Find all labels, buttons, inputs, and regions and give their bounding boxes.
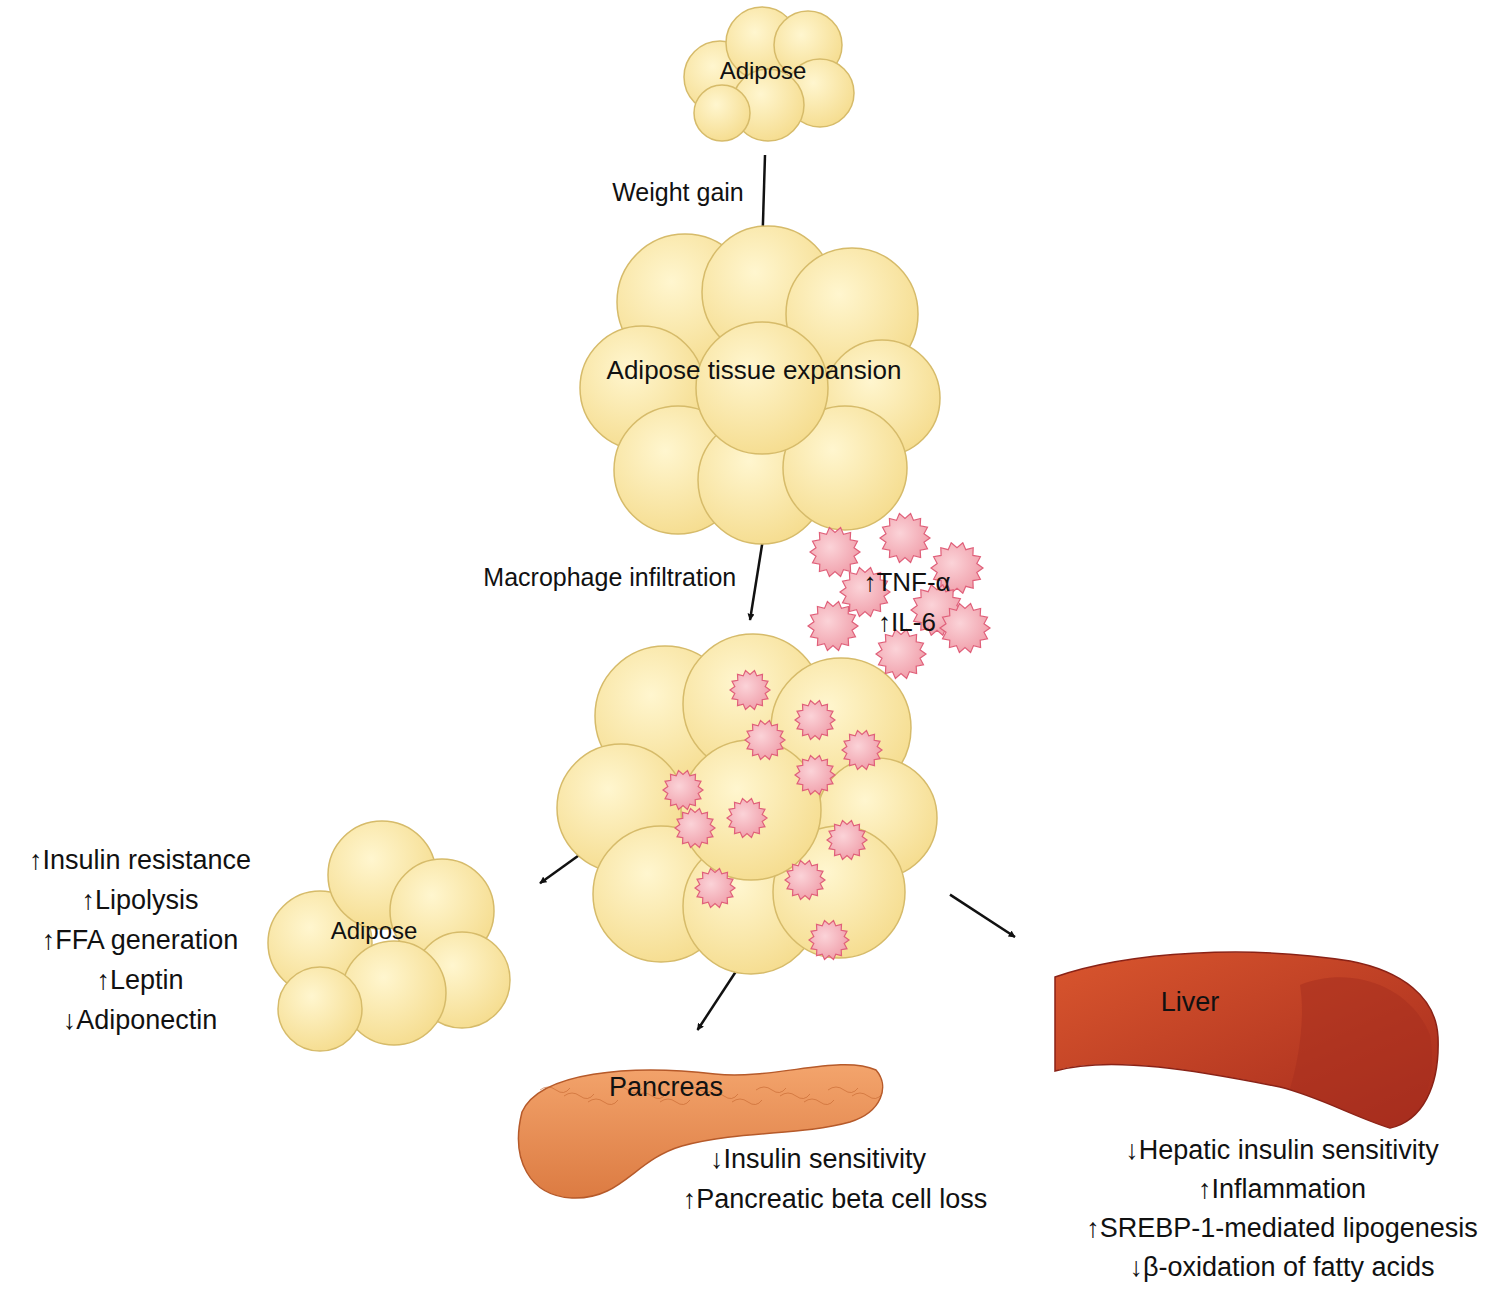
flow-arrow	[950, 895, 1015, 937]
effect-line: ↓Adiponectin	[63, 1005, 218, 1036]
adipose-cluster: Adipose tissue expansion	[590, 230, 935, 535]
flow-arrow	[750, 542, 763, 620]
edge-label: Weight gain	[610, 178, 746, 207]
liver-organ: Liver↓Hepatic insulin sensitivity↑Inflam…	[1050, 945, 1440, 1130]
node-label: ↑IL-6	[878, 608, 936, 638]
effect-line: ↑FFA generation	[42, 925, 239, 956]
effect-line: ↑Pancreatic beta cell loss	[683, 1184, 988, 1215]
adipose-cluster: Adipose↑Insulin resistance↑Lipolysis↑FFA…	[262, 815, 515, 1050]
effect-line: ↑Inflammation	[1198, 1174, 1366, 1205]
organ-name: Adipose	[331, 917, 418, 945]
pancreas-organ: Pancreas↓Insulin sensitivity↑Pancreatic …	[510, 1050, 885, 1200]
organ-illustration	[565, 640, 935, 975]
effect-line: ↑SREBP-1-mediated lipogenesis	[1086, 1213, 1478, 1244]
node-label: Adipose	[720, 57, 807, 85]
effect-line: ↓Hepatic insulin sensitivity	[1125, 1135, 1439, 1166]
organ-name: Pancreas	[609, 1072, 723, 1103]
organ-name: Liver	[1161, 987, 1220, 1018]
node-label: ↑TNF-α	[863, 568, 950, 598]
flow-arrow	[540, 854, 580, 883]
effect-line: ↓β-oxidation of fatty acids	[1129, 1252, 1434, 1283]
effect-line: ↑Leptin	[96, 965, 183, 996]
node-label: Adipose tissue expansion	[607, 356, 902, 386]
adipose-cluster: ↑TNF-α↑IL-6	[565, 640, 935, 975]
adipose-cluster: Adipose	[680, 5, 850, 135]
effect-line: ↑Insulin resistance	[29, 845, 251, 876]
effect-line: ↓Insulin sensitivity	[710, 1144, 926, 1175]
effect-line: ↑Lipolysis	[81, 885, 198, 916]
organ-illustration	[1050, 945, 1440, 1130]
edge-label: Macrophage infiltration	[481, 563, 738, 592]
